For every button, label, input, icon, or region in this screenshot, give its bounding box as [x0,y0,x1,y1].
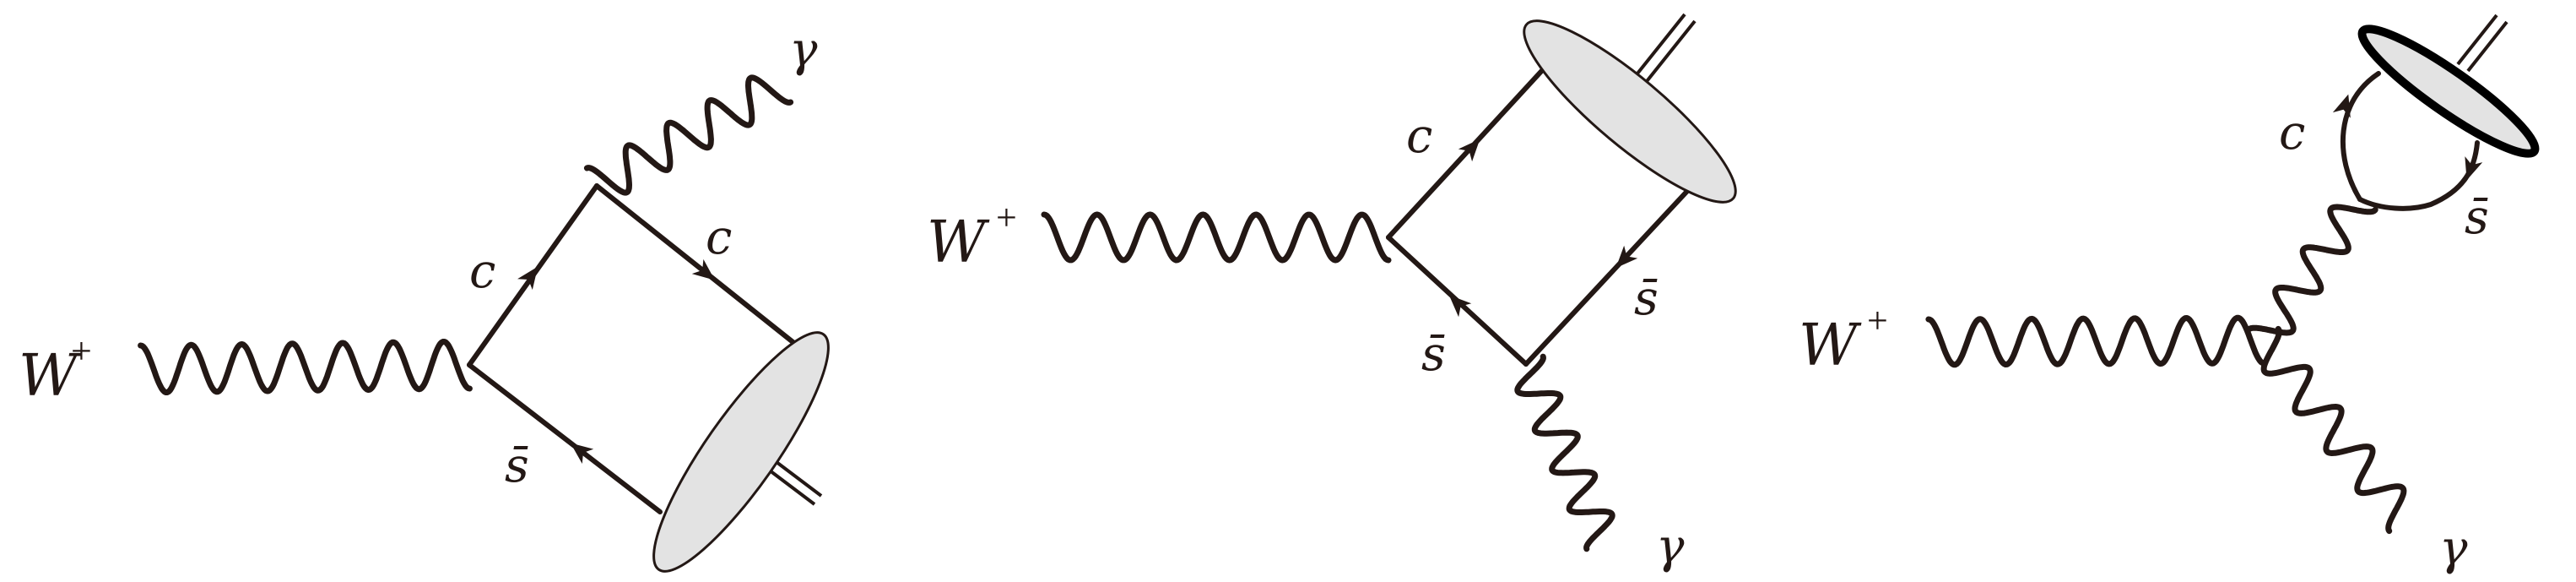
antistrange-quark-line [2357,140,2480,211]
w-boson-line [138,339,473,395]
meson-double-line [1632,13,1686,79]
meson-blob [652,331,830,573]
quark-label: s̄ [1634,271,1659,326]
arrowhead [570,443,594,465]
arrow-icon [1615,245,1638,269]
w-boson-line [1041,211,1392,264]
meson-double-line [1642,19,1697,86]
quark-label: c [706,210,732,265]
diagram-3: W + γ c s̄ [1799,14,2540,576]
quark-label: c [2279,106,2305,160]
charge-label: + [71,330,92,372]
charge-label: + [1867,300,1888,341]
meson-double-line [2456,14,2498,66]
arrow-icon [2332,94,2351,118]
w-boson-line [1925,314,2267,368]
quark-label: s̄ [505,438,529,493]
arrowhead [691,258,715,280]
arrow-icon [570,443,594,465]
diagram-2: W + γ c s̄ s̄ [927,13,1737,574]
antistrange-quark-line [1523,186,1692,367]
quark-label: c [469,244,495,299]
charge-label: + [996,197,1017,238]
charm-quark-line [1386,63,1549,240]
meson-double-line [2466,20,2508,73]
meson-blob [2357,24,2540,158]
arrowhead [1458,139,1480,162]
photon-line [2260,325,2407,535]
meson-blob [1523,19,1737,204]
arrow-icon [517,266,538,291]
w-boson-label: W [1799,313,1862,379]
antistrange-quark-line [467,362,663,514]
arrowhead [517,266,538,291]
w-boson-label: W [19,343,82,410]
photon-label: γ [2439,521,2468,576]
photon-line [1514,353,1615,552]
charm-quark-line [594,183,798,346]
arrow-icon [2465,156,2483,181]
photon-line [583,74,794,196]
quark-label: s̄ [2465,190,2489,245]
photon-label: γ [789,23,818,78]
arrow-icon [1448,295,1472,318]
photon-label: γ [1656,519,1685,574]
quark-label: c [1406,109,1432,164]
diagram-1: W + γ c c s̄ [19,23,830,573]
arrow-icon [1458,139,1480,162]
charm-quark-line [2340,71,2381,202]
quark-label: s̄ [1421,327,1446,382]
virtual-photon-line [2245,204,2378,336]
arrowhead [1615,245,1638,269]
arrowhead [1448,295,1472,318]
arrowhead [2465,156,2483,181]
arrow-icon [691,258,715,280]
arrowhead [2332,94,2351,118]
w-boson-label: W [927,209,990,276]
